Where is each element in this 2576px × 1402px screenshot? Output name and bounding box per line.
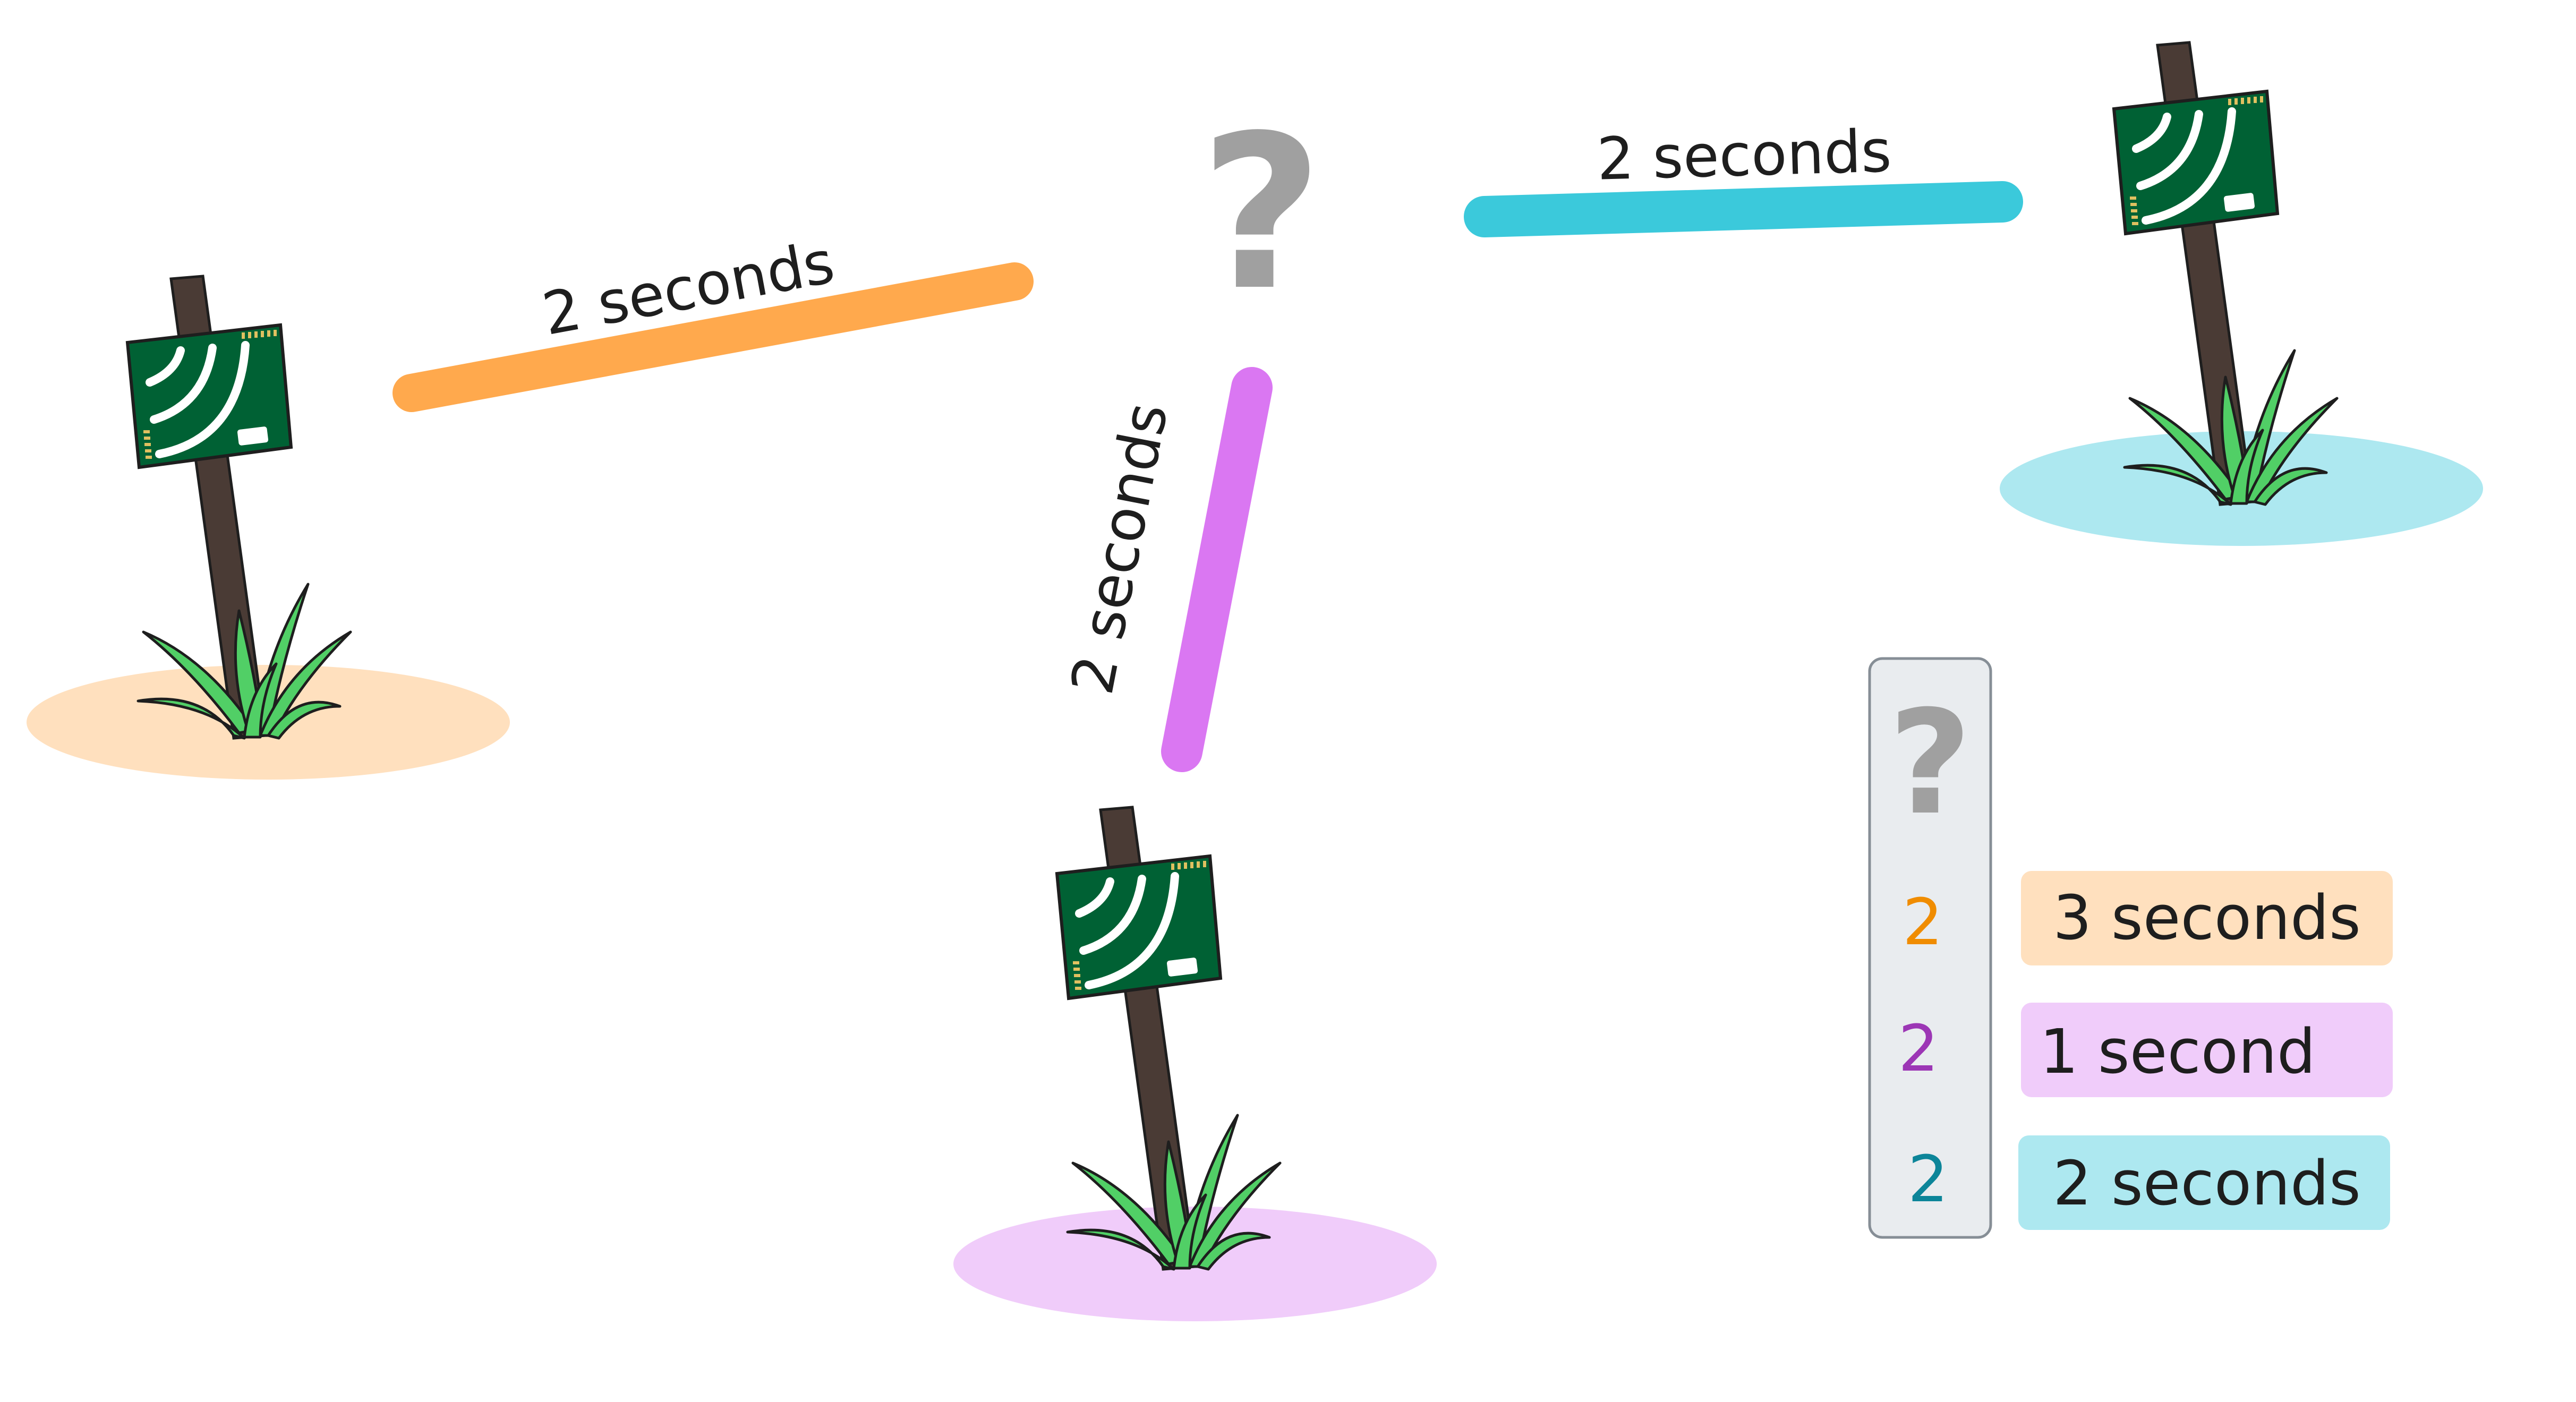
legend-row-cyan <box>2018 1135 2390 1230</box>
legend: ? 2 3 seconds 2 1 second 2 2 seconds <box>1868 657 2393 1239</box>
audiomoth-device-right-icon <box>2114 42 2337 505</box>
legend-digit-column <box>1868 657 1992 1239</box>
legend-digit-orange: 2 <box>1903 886 1943 960</box>
purple-link-bar <box>1161 367 1273 772</box>
audiomoth-device-left-icon <box>127 276 351 738</box>
legend-label-cyan: 2 seconds <box>2053 1148 2361 1219</box>
legend-question-mark: ? <box>1889 679 1972 847</box>
purple-link-label: 2 seconds <box>1058 397 1181 699</box>
cyan-link-label: 2 seconds <box>1596 117 1892 193</box>
device-left <box>27 276 510 780</box>
orange-link-bar <box>393 262 1034 412</box>
legend-label-purple: 1 second <box>2040 1016 2316 1088</box>
legend-label-orange: 3 seconds <box>2053 883 2361 954</box>
legend-row-purple <box>2021 1003 2393 1097</box>
audiomoth-device-center-icon <box>1057 807 1280 1269</box>
legend-digit-cyan: 2 <box>1908 1143 1948 1217</box>
device-center <box>953 807 1437 1321</box>
question-mark-center: ? <box>1200 90 1323 337</box>
legend-row-orange <box>2021 871 2393 965</box>
device-right <box>2000 42 2483 546</box>
cyan-link-bar <box>1464 181 2023 237</box>
legend-digit-purple: 2 <box>1898 1012 1939 1086</box>
